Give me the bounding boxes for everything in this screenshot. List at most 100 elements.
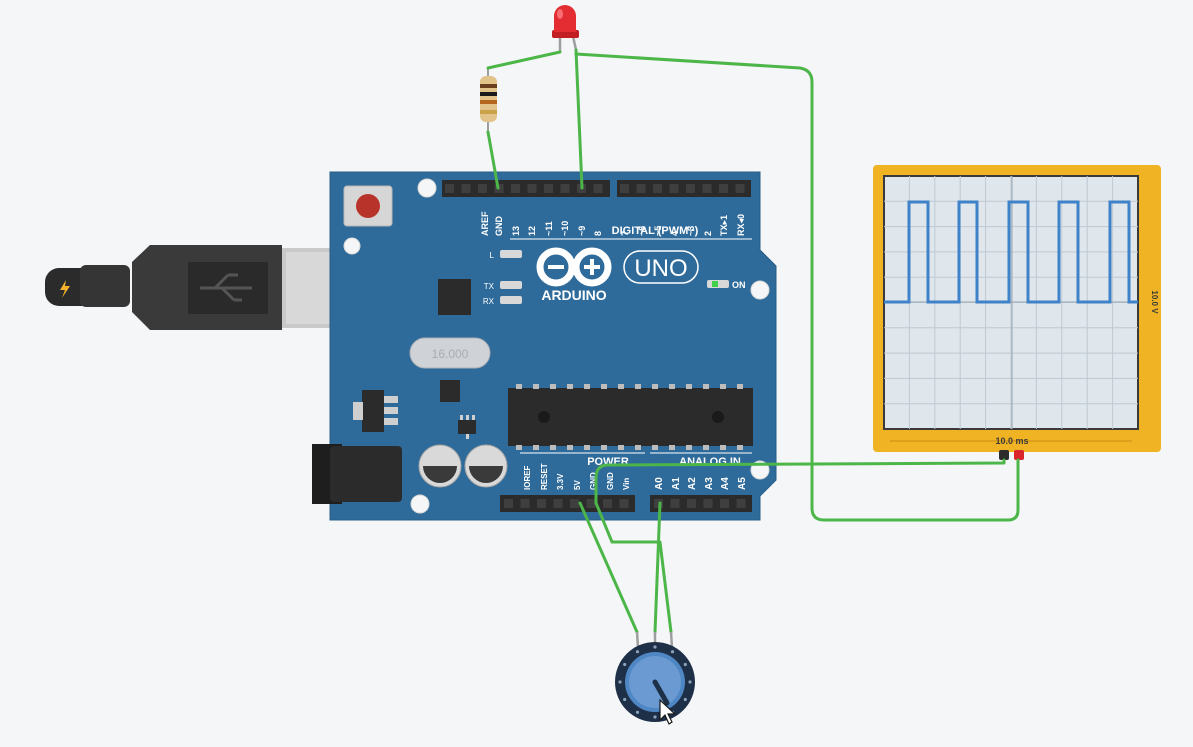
lightning-icon xyxy=(60,280,70,298)
wire-a0-to-pot-wiper[interactable] xyxy=(653,501,662,634)
pin-label: ~3 xyxy=(686,226,696,236)
pot-tick xyxy=(653,645,657,649)
chip-leg xyxy=(737,445,743,450)
header-socket[interactable] xyxy=(720,499,729,508)
chip-leg xyxy=(567,445,573,450)
header-socket[interactable] xyxy=(686,184,695,193)
header-socket[interactable] xyxy=(593,184,603,193)
time-scale-label: 10.0 ms xyxy=(995,436,1028,446)
uno-badge: UNO xyxy=(623,250,699,284)
wire-resistor-to-led[interactable] xyxy=(486,50,562,70)
wire-pin9-to-led[interactable] xyxy=(574,48,584,190)
pot-knob-indicator xyxy=(652,679,670,706)
chip-leg xyxy=(669,384,675,389)
pin-label: GND xyxy=(494,216,504,237)
reset-button[interactable] xyxy=(343,185,393,227)
pin-label: ~5 xyxy=(653,226,663,236)
analog-section-label: ANALOG IN xyxy=(679,456,741,468)
capacitor xyxy=(464,444,508,488)
header-socket[interactable] xyxy=(735,184,745,193)
scope-trace xyxy=(884,200,1138,304)
pin-label: 7 xyxy=(620,231,630,236)
chip-leg xyxy=(516,445,522,450)
arduino-uno-board[interactable]: 16.000 xyxy=(312,171,777,521)
tx-led xyxy=(500,281,522,289)
pin-label: 12 xyxy=(527,226,537,236)
header-socket[interactable] xyxy=(445,184,454,193)
header-socket[interactable] xyxy=(702,184,712,193)
pin-label: ~9 xyxy=(577,226,587,236)
pot-tick xyxy=(670,650,675,654)
header-socket[interactable] xyxy=(537,499,546,508)
pot-tick xyxy=(683,697,687,702)
wire-gnd-to-scope-ground[interactable] xyxy=(594,458,1006,505)
pin-label: ~10 xyxy=(560,221,570,236)
red-led[interactable] xyxy=(552,5,579,52)
resistor[interactable] xyxy=(480,68,497,132)
header-socket[interactable] xyxy=(586,499,596,508)
crystal-label: 16.000 xyxy=(432,347,469,361)
wire-gnd-to-resistor[interactable] xyxy=(486,130,500,190)
pin-label: GND xyxy=(606,472,615,490)
pot-tick xyxy=(623,662,627,667)
header-socket[interactable] xyxy=(520,499,530,508)
probe-ground-terminal[interactable] xyxy=(999,450,1009,460)
l-led xyxy=(500,250,522,258)
chip-leg xyxy=(533,384,539,389)
potentiometer[interactable] xyxy=(615,631,695,722)
header-socket[interactable] xyxy=(670,499,680,508)
wire-5v-to-pot[interactable] xyxy=(578,501,639,634)
wire-gnd-to-pot[interactable] xyxy=(594,501,673,634)
wire-led-to-scope-probe[interactable] xyxy=(574,52,1020,522)
header-socket[interactable] xyxy=(719,184,728,193)
header-socket[interactable] xyxy=(478,184,487,193)
tx-led-label: TX xyxy=(484,282,495,291)
chip-leg xyxy=(703,445,709,450)
arduino-logo: ARDUINO xyxy=(536,247,612,303)
chip-leg xyxy=(618,445,624,450)
pin-label: 2 xyxy=(703,231,713,236)
header-socket[interactable] xyxy=(504,499,513,508)
header-socket[interactable] xyxy=(687,499,696,508)
header-socket[interactable] xyxy=(636,184,646,193)
probe-positive-terminal[interactable] xyxy=(1014,450,1024,460)
oscilloscope[interactable]: 10.0 ms 10.0 V xyxy=(873,165,1161,460)
header-socket[interactable] xyxy=(619,499,629,508)
header-socket[interactable] xyxy=(461,184,471,193)
header-socket[interactable] xyxy=(603,499,612,508)
digital-header-right xyxy=(617,180,751,197)
header-socket[interactable] xyxy=(560,184,570,193)
header-socket[interactable] xyxy=(553,499,563,508)
header-socket[interactable] xyxy=(570,499,579,508)
header-socket[interactable] xyxy=(511,184,520,193)
pin-label: IOREF xyxy=(523,465,532,490)
chip-leg xyxy=(652,384,658,389)
usb-icon xyxy=(200,273,252,302)
header-socket[interactable] xyxy=(703,499,713,508)
header-socket[interactable] xyxy=(544,184,553,193)
usb-cable-strain-relief xyxy=(80,265,130,307)
chip-leg xyxy=(686,445,692,450)
header-socket[interactable] xyxy=(736,499,746,508)
chip-leg xyxy=(652,445,658,450)
pot-tick xyxy=(653,715,657,719)
header-socket[interactable] xyxy=(653,184,662,193)
atmega-chip xyxy=(508,384,753,450)
pin-label: Vin xyxy=(622,478,631,490)
chip-leg xyxy=(686,384,692,389)
header-socket[interactable] xyxy=(620,184,629,193)
header-socket[interactable] xyxy=(669,184,679,193)
power-header xyxy=(500,495,635,512)
pin-label: RX◂0 xyxy=(736,214,746,236)
chip-leg xyxy=(669,445,675,450)
pin-label: A2 xyxy=(687,477,698,490)
pin-label: 8 xyxy=(593,231,603,236)
pin-label: 13 xyxy=(511,226,521,236)
dc-power-jack xyxy=(312,444,402,504)
pin-label: AREF xyxy=(480,211,490,236)
chip-leg xyxy=(635,384,641,389)
pot-tick xyxy=(618,680,622,684)
header-socket[interactable] xyxy=(527,184,537,193)
